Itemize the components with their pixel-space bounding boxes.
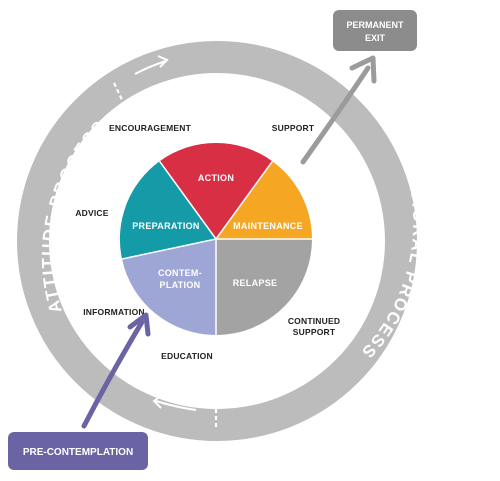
label-education: EDUCATION <box>161 351 213 361</box>
slice-preparation[interactable] <box>119 161 216 259</box>
slice-action[interactable] <box>159 142 273 239</box>
ring-arrow-top-head <box>157 55 169 68</box>
label-information: INFORMATION <box>83 307 145 317</box>
slice-label-maintenance: MAINTENANCE <box>233 221 303 231</box>
ring-arrow-bottom <box>155 400 197 411</box>
ring-arrow-bottom-head <box>152 394 163 409</box>
slice-divider <box>215 160 274 240</box>
slice-label-contemplation-line1: CONTEM- <box>158 268 202 278</box>
label-continued-support-line2: SUPPORT <box>293 327 336 337</box>
slice-label-contemplation-line2: PLATION <box>160 280 201 290</box>
permanent-exit-label-line1: PERMANENT <box>346 20 404 30</box>
slice-contemplation[interactable] <box>122 239 216 336</box>
pre-contemplation-box[interactable] <box>8 432 148 470</box>
label-advice: ADVICE <box>75 208 108 218</box>
entry-arrow-shaft <box>81 319 145 429</box>
label-continued-support-line1: CONTINUED <box>288 316 340 326</box>
ring-divider-top <box>113 82 125 105</box>
slice-label-action: ACTION <box>198 173 234 183</box>
label-encouragement: ENCOURAGEMENT <box>109 123 192 133</box>
label-support: SUPPORT <box>272 123 315 133</box>
ring-arrow-top <box>134 60 167 75</box>
slice-label-preparation: PREPARATION <box>132 221 199 231</box>
pre-contemplation-label: PRE-CONTEMPLATION <box>23 447 133 458</box>
slice-divider <box>121 238 217 260</box>
permanent-exit-box[interactable] <box>333 10 417 51</box>
slice-maintenance[interactable] <box>216 161 313 239</box>
slice-label-relapse: RELAPSE <box>233 278 278 288</box>
permanent-exit-label-line2: EXIT <box>365 33 386 43</box>
exit-arrow-shaft <box>300 65 371 165</box>
exit-arrow-head <box>349 55 377 84</box>
entry-arrow-head <box>127 312 151 337</box>
slice-relapse[interactable] <box>216 239 312 335</box>
slice-divider <box>158 160 217 240</box>
